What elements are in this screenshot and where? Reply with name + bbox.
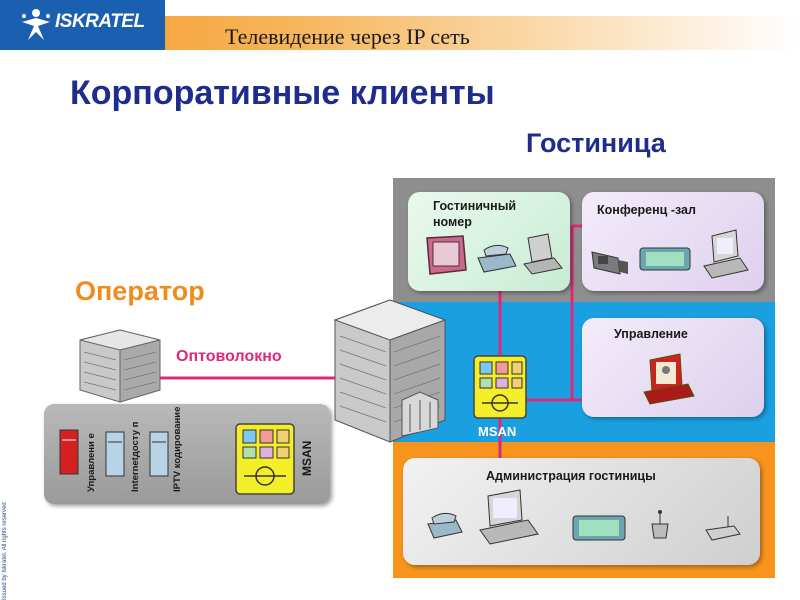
admin-computer-icon xyxy=(479,489,539,545)
phone-icon xyxy=(477,244,517,273)
iskratel-logo-icon xyxy=(22,9,50,40)
hotel-title: Гостиница xyxy=(526,128,666,158)
logo-text: ISKRATEL xyxy=(55,11,145,32)
access-point-icon xyxy=(651,510,669,539)
conference-room-label: Конференц -зал xyxy=(597,203,696,217)
op-msan-label: MSAN xyxy=(300,440,314,476)
administration-label: Администрация гостиницы xyxy=(486,469,656,483)
red-server-icon xyxy=(59,429,79,475)
admin-phone-icon xyxy=(427,512,463,539)
op-internet-label: Internetдосту п xyxy=(130,421,141,492)
workstation-icon xyxy=(703,229,749,279)
operator-building-icon xyxy=(79,329,161,403)
internet-server-icon xyxy=(105,431,125,477)
laptop-icon xyxy=(523,233,563,275)
tv-icon xyxy=(426,235,467,275)
management-label: Управление xyxy=(614,327,688,341)
camera-icon xyxy=(591,251,628,275)
op-iptv-label: IPTV кодирование xyxy=(172,406,183,492)
op-management-label: Управлени е xyxy=(86,433,97,492)
admin-workstation-icon xyxy=(643,353,695,405)
slide-subtitle: Телевидение через IP сеть xyxy=(225,24,470,49)
title-bar xyxy=(165,16,800,50)
flat-screen-icon xyxy=(639,247,691,271)
logo-bar xyxy=(0,0,165,50)
operator-title: Оператор xyxy=(75,276,205,306)
administration-box xyxy=(403,458,760,565)
admin-flat-screen-icon xyxy=(572,515,626,541)
operator-msan-icon xyxy=(235,423,295,495)
hotel-room-label: Гостиничный номер xyxy=(433,199,517,229)
iptv-server-icon xyxy=(149,431,169,477)
hotel-building-icon xyxy=(333,299,447,443)
page-title: Корпоративные клиенты xyxy=(70,74,495,112)
fiber-label: Оптоволокно xyxy=(176,348,282,365)
msan-device-icon xyxy=(473,355,527,419)
msan-label: MSAN xyxy=(478,424,517,439)
router-icon xyxy=(705,516,741,541)
